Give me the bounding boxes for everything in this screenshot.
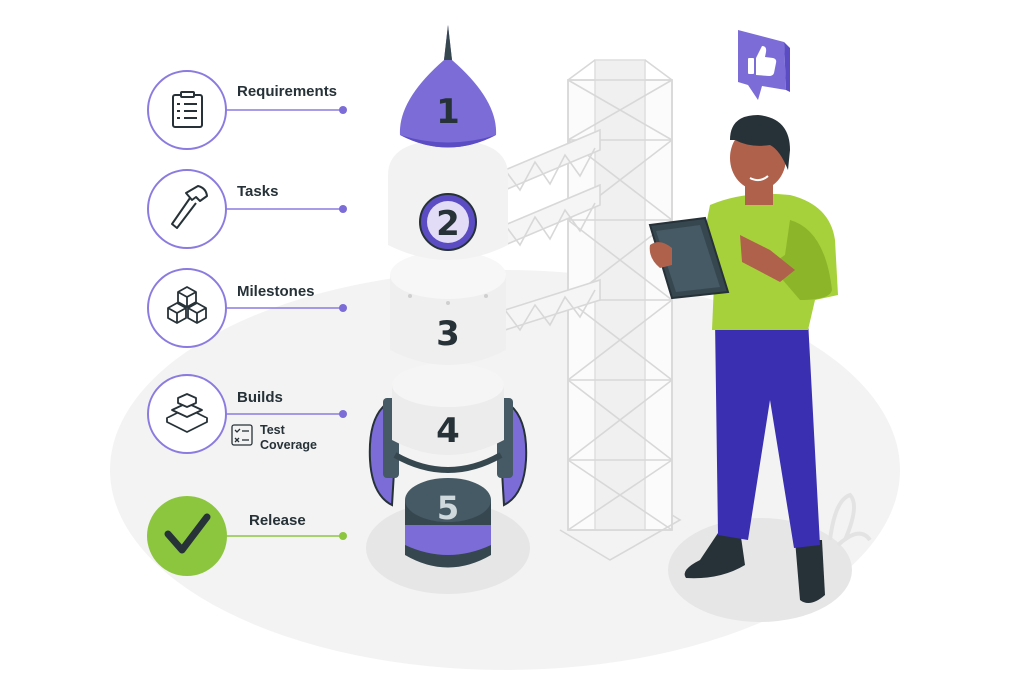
builds-label: Builds <box>237 389 283 406</box>
tasks-label: Tasks <box>237 183 279 200</box>
rocket-stage-5-number: 5 <box>437 489 459 527</box>
plant <box>828 492 872 547</box>
launch-tower <box>504 59 682 561</box>
rocket-stage-4-number: 4 <box>436 411 460 451</box>
step-milestones <box>147 268 347 348</box>
rocket <box>368 25 528 568</box>
clipboard-list-icon <box>172 91 203 128</box>
hammer-icon <box>171 185 208 229</box>
right-shoe <box>795 540 825 604</box>
left-shoe <box>684 530 745 579</box>
rocket-stage-1-number: 1 <box>436 92 460 132</box>
release-label: Release <box>249 512 306 529</box>
test-coverage-line-1: Test <box>260 423 285 437</box>
thumbs-up-icon <box>748 46 777 76</box>
milestones-label: Milestones <box>237 283 315 300</box>
rocket-stage-3-number: 3 <box>436 314 460 354</box>
test-coverage-line-2: Coverage <box>260 438 317 452</box>
step-tasks <box>147 169 347 249</box>
checkmark-icon <box>164 513 211 554</box>
requirements-label: Requirements <box>237 83 338 100</box>
checklist-icon <box>231 424 253 446</box>
rocket-stage-2-number: 2 <box>436 204 460 244</box>
test-coverage-label: Test Coverage <box>260 423 317 453</box>
cubes-icon <box>167 286 207 324</box>
stacked-layers-icon <box>166 393 208 433</box>
person <box>648 115 838 604</box>
